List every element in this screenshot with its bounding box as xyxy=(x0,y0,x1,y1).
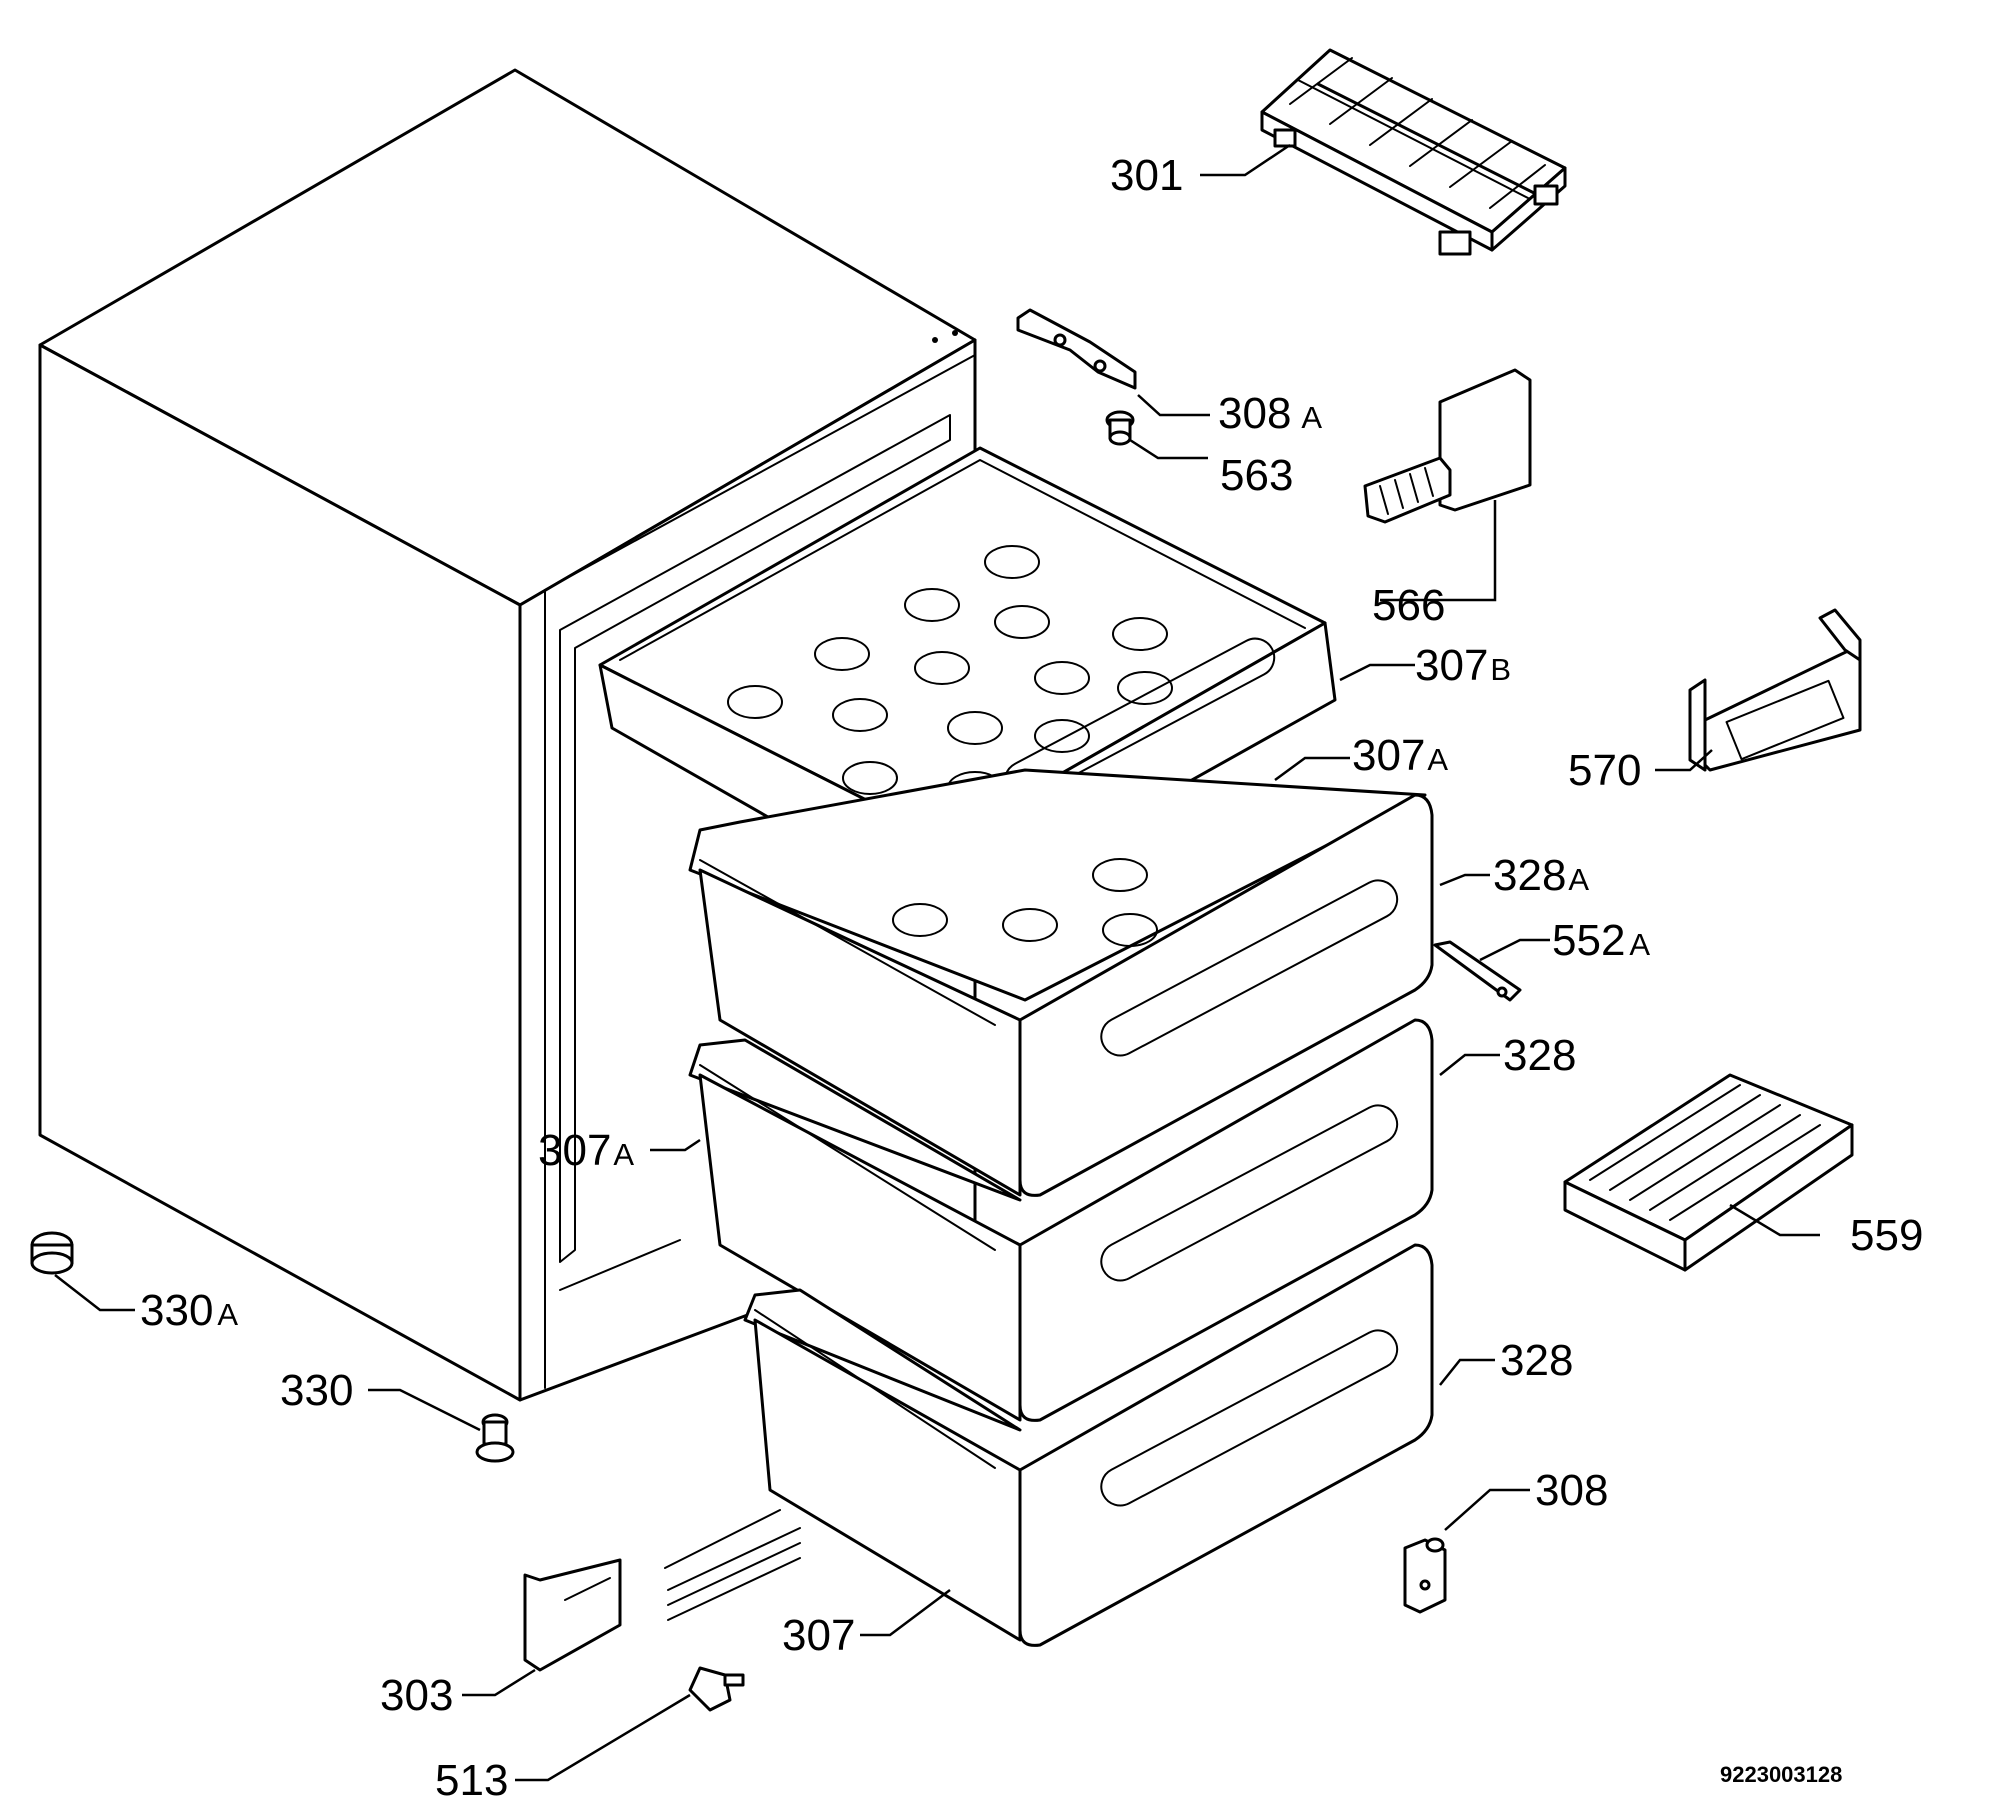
leader-lines xyxy=(54,143,1820,1782)
drawer-307a-328a xyxy=(688,768,1434,1197)
label-328a: 328A xyxy=(1493,851,1589,900)
drawer-307-328 xyxy=(743,1243,1434,1647)
label-307b: 307B xyxy=(1415,641,1511,690)
screw-563 xyxy=(1105,410,1135,446)
document-code: 9223003128 xyxy=(1720,1762,1842,1787)
label-559: 559 xyxy=(1850,1211,1923,1260)
ice-scraper-566 xyxy=(1363,368,1532,524)
adjustable-foot-330a xyxy=(30,1231,74,1275)
label-566: 566 xyxy=(1372,581,1445,630)
bracket-308a xyxy=(1016,308,1137,390)
drawer-307a-328 xyxy=(688,1018,1434,1422)
label-307a-left: 307A xyxy=(538,1126,634,1175)
ice-cube-tray-301 xyxy=(1260,48,1567,256)
door-box-570 xyxy=(1688,608,1862,772)
label-307a-top: 307A xyxy=(1352,731,1448,780)
label-570: 570 xyxy=(1568,746,1641,795)
ice-pack-559 xyxy=(1563,1073,1854,1272)
hinge-bracket-308 xyxy=(1403,1537,1447,1614)
label-513: 513 xyxy=(435,1756,508,1805)
clip-513 xyxy=(688,1666,745,1712)
label-303: 303 xyxy=(380,1671,453,1720)
label-328-middle: 328 xyxy=(1503,1031,1576,1080)
strip-552a xyxy=(1433,940,1522,1002)
foot-screw-330 xyxy=(475,1413,515,1463)
kick-plate-303 xyxy=(523,1509,801,1672)
label-301: 301 xyxy=(1110,151,1183,200)
label-330: 330 xyxy=(280,1366,353,1415)
label-307: 307 xyxy=(782,1611,855,1660)
label-328-lower: 328 xyxy=(1500,1336,1573,1385)
label-308: 308 xyxy=(1535,1466,1608,1515)
label-563: 563 xyxy=(1220,451,1293,500)
